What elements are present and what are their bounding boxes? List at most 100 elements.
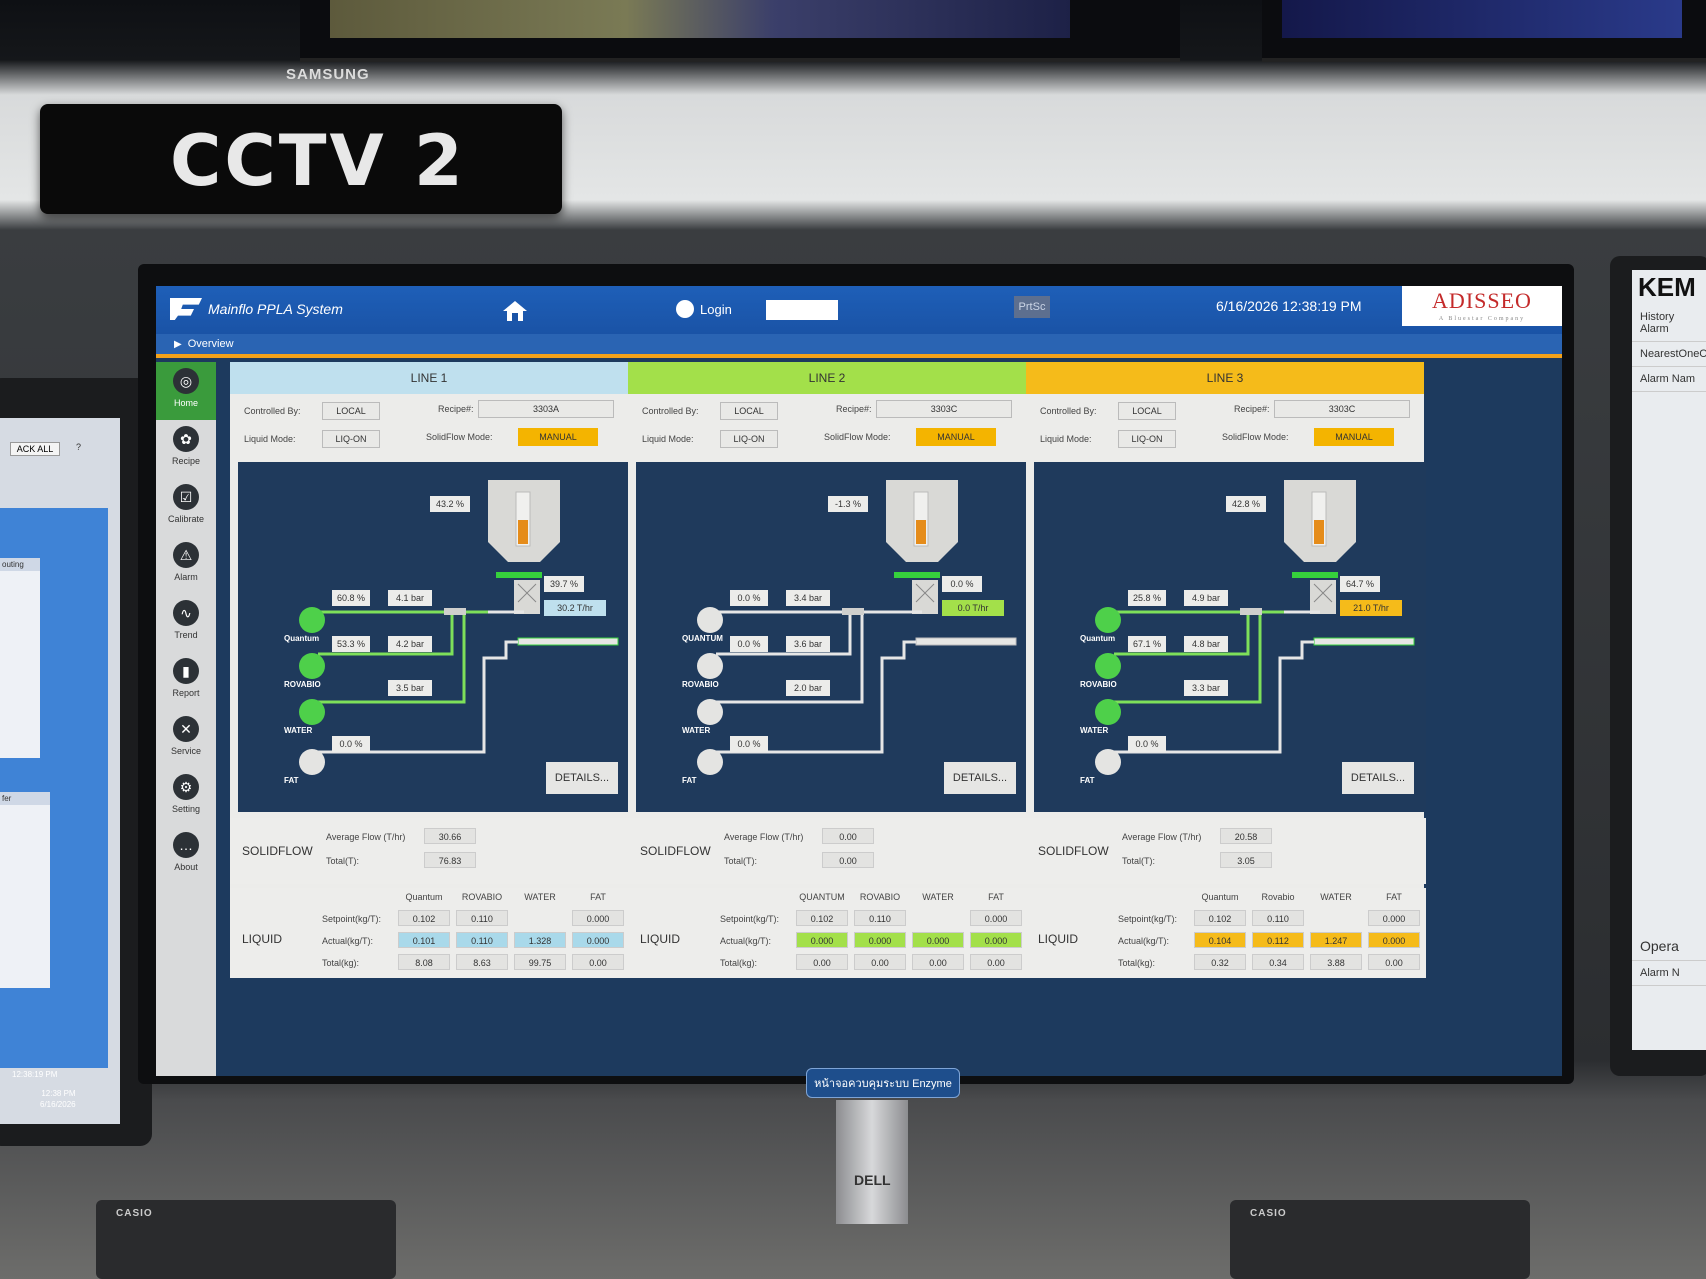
breadcrumb: Overview	[156, 334, 1562, 358]
actual-cell: 1.247	[1310, 932, 1362, 948]
sidebar-item-calibrate[interactable]: ☑Calibrate	[156, 478, 216, 536]
cctv-feed	[330, 0, 1070, 38]
total-kg-cell: 8.08	[398, 954, 450, 970]
top-monitor-right	[1262, 0, 1706, 62]
total-kg-cell: 0.00	[970, 954, 1022, 970]
feeder-bar	[496, 572, 542, 578]
liquid-col-header: WATER	[524, 892, 556, 902]
pump-fat-icon	[697, 749, 723, 775]
sidebar-item-alarm[interactable]: ⚠Alarm	[156, 536, 216, 594]
sidebar-item-service[interactable]: ✕Service	[156, 710, 216, 768]
solidflow-mode-value[interactable]: MANUAL	[518, 428, 598, 446]
controlled-by-value: LOCAL	[322, 402, 380, 420]
calibrate-icon: ☑	[173, 484, 199, 510]
actual-cell: 0.000	[912, 932, 964, 948]
login-field[interactable]	[766, 300, 838, 320]
pump-rovabio-icon	[697, 653, 723, 679]
report-icon: ▮	[173, 658, 199, 684]
total-kg-cell: 0.00	[572, 954, 624, 970]
left-help[interactable]: ?	[76, 442, 82, 452]
hopper-level-label: 43.2 %	[430, 496, 470, 512]
total-kg-cell: 3.88	[1310, 954, 1362, 970]
pipe-fat	[716, 640, 916, 754]
pump-pressure-label: 4.9 bar	[1184, 590, 1228, 606]
sidebar-item-report[interactable]: ▮Report	[156, 652, 216, 710]
sidebar-item-home[interactable]: ◎Home	[156, 362, 216, 420]
pump-pressure-label: 3.6 bar	[786, 636, 830, 652]
sidebar-item-trend[interactable]: ∿Trend	[156, 594, 216, 652]
solidflow-mode-value[interactable]: MANUAL	[916, 428, 996, 446]
left-time: 12:38:19 PM	[12, 1070, 58, 1079]
pipe-network	[1095, 480, 1415, 775]
ack-all-button[interactable]: ACK ALL	[10, 442, 60, 456]
avg-flow-value: 30.66	[424, 828, 476, 844]
liquid-col-header: ROVABIO	[461, 892, 503, 902]
kem-logo: KEM	[1638, 272, 1696, 302]
actual-cell: 0.112	[1252, 932, 1304, 948]
line-header: LINE 2	[628, 362, 1026, 394]
total-t-value: 3.05	[1220, 852, 1272, 868]
total-kg-cell: 0.00	[912, 954, 964, 970]
recipe-value: 3303A	[478, 400, 614, 418]
samsung-logo: SAMSUNG	[286, 66, 370, 83]
details-button[interactable]: DETAILS...	[944, 762, 1016, 794]
cctv-label-plate: CCTV 2	[40, 104, 562, 214]
pipe-water	[716, 612, 864, 704]
pump-quantum-icon	[697, 607, 723, 633]
setpoint-cell: 0.000	[970, 910, 1022, 926]
conveyor	[915, 637, 1017, 646]
pump-fat-icon	[1095, 749, 1121, 775]
sidebar-item-recipe[interactable]: ✿Recipe	[156, 420, 216, 478]
home-icon[interactable]	[502, 300, 528, 322]
liquid-col-header: FAT	[1386, 892, 1402, 902]
prtsc-button[interactable]: PrtSc	[1014, 296, 1050, 318]
top-monitor-left	[300, 0, 1180, 62]
total-kg-cell: 0.32	[1194, 954, 1246, 970]
pump-pct-label: 53.3 %	[332, 636, 370, 652]
pump-pressure-label: 2.0 bar	[786, 680, 830, 696]
total-t-value: 0.00	[822, 852, 874, 868]
details-button[interactable]: DETAILS...	[1342, 762, 1414, 794]
liquid-col-header: Quantum	[405, 892, 443, 902]
pump-label: FAT	[682, 776, 697, 785]
recipe-value: 3303C	[876, 400, 1012, 418]
pump-pct-label: 67.1 %	[1128, 636, 1166, 652]
feeder-box	[1310, 580, 1336, 614]
flow-rate-label: 21.0 T/hr	[1340, 600, 1402, 616]
pipe-water	[318, 612, 466, 704]
hopper-level	[1314, 520, 1324, 544]
pipe-rovabio	[318, 612, 454, 656]
taskbar-tab[interactable]: หน้าจอควบคุมระบบ Enzyme	[806, 1068, 960, 1098]
liquid-col-header: ROVABIO	[859, 892, 901, 902]
pump-quantum-icon	[299, 607, 325, 633]
sidebar-item-setting[interactable]: ⚙Setting	[156, 768, 216, 826]
solidflow-mode-value[interactable]: MANUAL	[1314, 428, 1394, 446]
feeder-bar	[894, 572, 940, 578]
feeder-box	[514, 580, 540, 614]
pump-label: FAT	[1080, 776, 1095, 785]
setpoint-cell: 0.110	[854, 910, 906, 926]
hopper-level-label: -1.3 %	[828, 496, 868, 512]
pump-pressure-label: 4.8 bar	[1184, 636, 1228, 652]
pump-label: FAT	[284, 776, 299, 785]
sidebar-item-about[interactable]: …About	[156, 826, 216, 884]
controlled-by-value: LOCAL	[720, 402, 778, 420]
liquid-col-header: Rovabio	[1261, 892, 1295, 902]
details-button[interactable]: DETAILS...	[546, 762, 618, 794]
setpoint-cell: 0.102	[796, 910, 848, 926]
liquid-col-header: WATER	[922, 892, 954, 902]
alarm-icon: ⚠	[173, 542, 199, 568]
pump-water-icon	[697, 699, 723, 725]
cctv-label: CCTV 2	[170, 120, 466, 202]
pump-label: ROVABIO	[284, 680, 321, 689]
setpoint-cell: 0.102	[1194, 910, 1246, 926]
pump-pct-label: 25.8 %	[1128, 590, 1166, 606]
pump-pct-label: 0.0 %	[332, 736, 370, 752]
pump-pct-label: 0.0 %	[730, 636, 768, 652]
liquid-col-header: Quantum	[1201, 892, 1239, 902]
login-button[interactable]: Login	[676, 300, 732, 318]
pump-pressure-label: 4.1 bar	[388, 590, 432, 606]
actual-cell: 0.110	[456, 932, 508, 948]
